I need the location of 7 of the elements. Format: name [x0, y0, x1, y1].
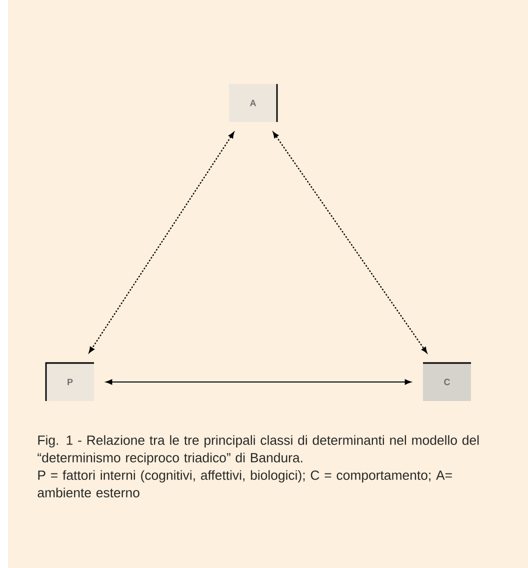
letter-box: A: [229, 84, 278, 122]
double-arrow: [106, 379, 412, 385]
caption-text: Fig. 1 - Relazione tra le tre principali classi di determinanti nel modello del “determinismo reciproco triadico” di Bandura. P = fattori interni (cognitivi, affettivi, biologici); C = comportamento; A= ambiente esterno: [38, 435, 479, 498]
double-arrow: [272, 132, 428, 354]
letter-box: P: [45, 362, 94, 401]
double-arrow: [88, 132, 234, 353]
letter-box: C: [423, 362, 471, 401]
